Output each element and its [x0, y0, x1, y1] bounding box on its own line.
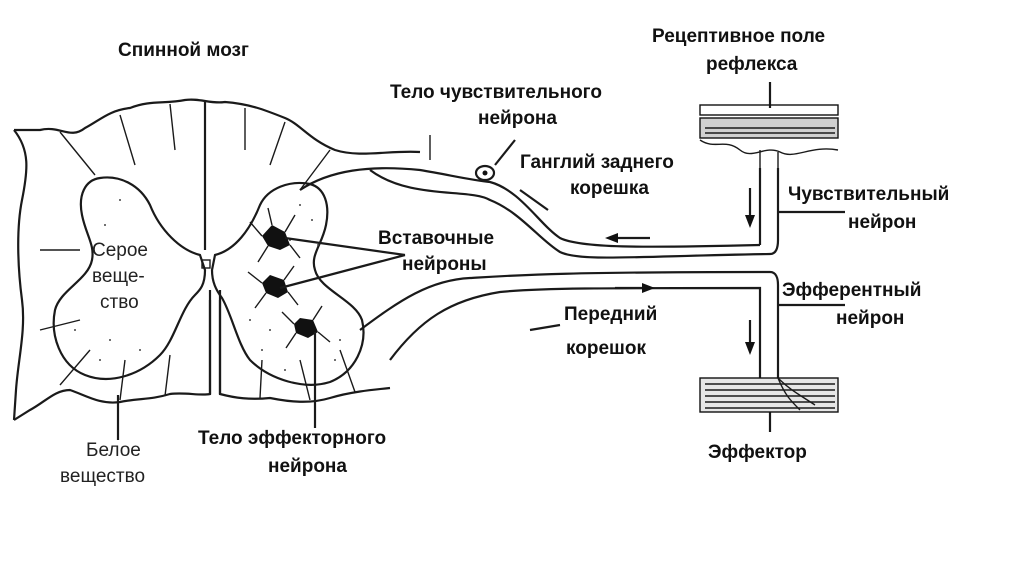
direction-arrows — [605, 188, 755, 355]
label-gray-matter-2: веще- — [92, 266, 145, 287]
label-interneurons-1: Вставочные — [378, 228, 494, 249]
label-receptive-field-2: рефлекса — [706, 54, 798, 75]
label-sensory-body-2: нейрона — [478, 108, 557, 129]
label-sensory-neuron-1: Чувствительный — [788, 184, 949, 205]
interneuron-upper — [249, 207, 301, 263]
gray-matter-right — [210, 181, 365, 386]
gray-matter-left — [52, 176, 207, 380]
label-sensory-body-1: Тело чувствительного — [390, 82, 602, 103]
central-canal — [201, 259, 211, 269]
label-effector-body-1: Тело эффекторного — [198, 428, 386, 449]
label-sensory-neuron-2: нейрон — [848, 212, 916, 233]
label-white-matter-1: Белое — [86, 440, 141, 461]
spinal-cord-left-edge — [12, 129, 28, 421]
spinal-cord-section — [12, 98, 421, 421]
label-anterior-root-2: корешок — [566, 338, 646, 359]
label-effector: Эффектор — [708, 442, 807, 463]
label-ganglion-1: Ганглий заднего — [520, 152, 674, 173]
white-matter-lines — [39, 103, 356, 401]
label-interneurons-2: нейроны — [402, 254, 487, 275]
label-spinal-cord: Спинной мозг — [118, 40, 249, 61]
spinal-cord-outline — [13, 98, 421, 421]
label-effector-body-2: нейрона — [268, 456, 347, 477]
label-receptive-field-1: Рецептивное поле — [652, 26, 825, 47]
label-anterior-root-1: Передний — [564, 304, 657, 325]
receptive-field-tissue — [699, 104, 839, 168]
efferent-neuron-body — [281, 305, 331, 349]
label-gray-matter-3: ство — [100, 292, 139, 313]
ganglion-pointer — [519, 189, 549, 211]
stipple-texture — [74, 199, 341, 371]
interneuron-pointer-lines — [279, 236, 406, 290]
label-efferent-neuron-2: нейрон — [836, 308, 904, 329]
spinal-cord-bottom — [218, 300, 391, 403]
interneuron-lower — [247, 265, 299, 309]
sensory-neuron-body — [474, 164, 496, 182]
sensory-body-pointer — [494, 139, 516, 166]
dorsal-root — [299, 135, 780, 259]
effector-tissue — [699, 377, 839, 413]
label-efferent-neuron-1: Эфферентный — [782, 280, 921, 301]
label-gray-matter-1: Серое — [92, 240, 148, 261]
anterior-root-pointer — [529, 323, 561, 332]
label-white-matter-2: вещество — [60, 466, 145, 487]
label-ganglion-2: корешка — [570, 178, 649, 199]
ventral-root — [359, 270, 780, 378]
anterior-fissure — [208, 290, 222, 394]
